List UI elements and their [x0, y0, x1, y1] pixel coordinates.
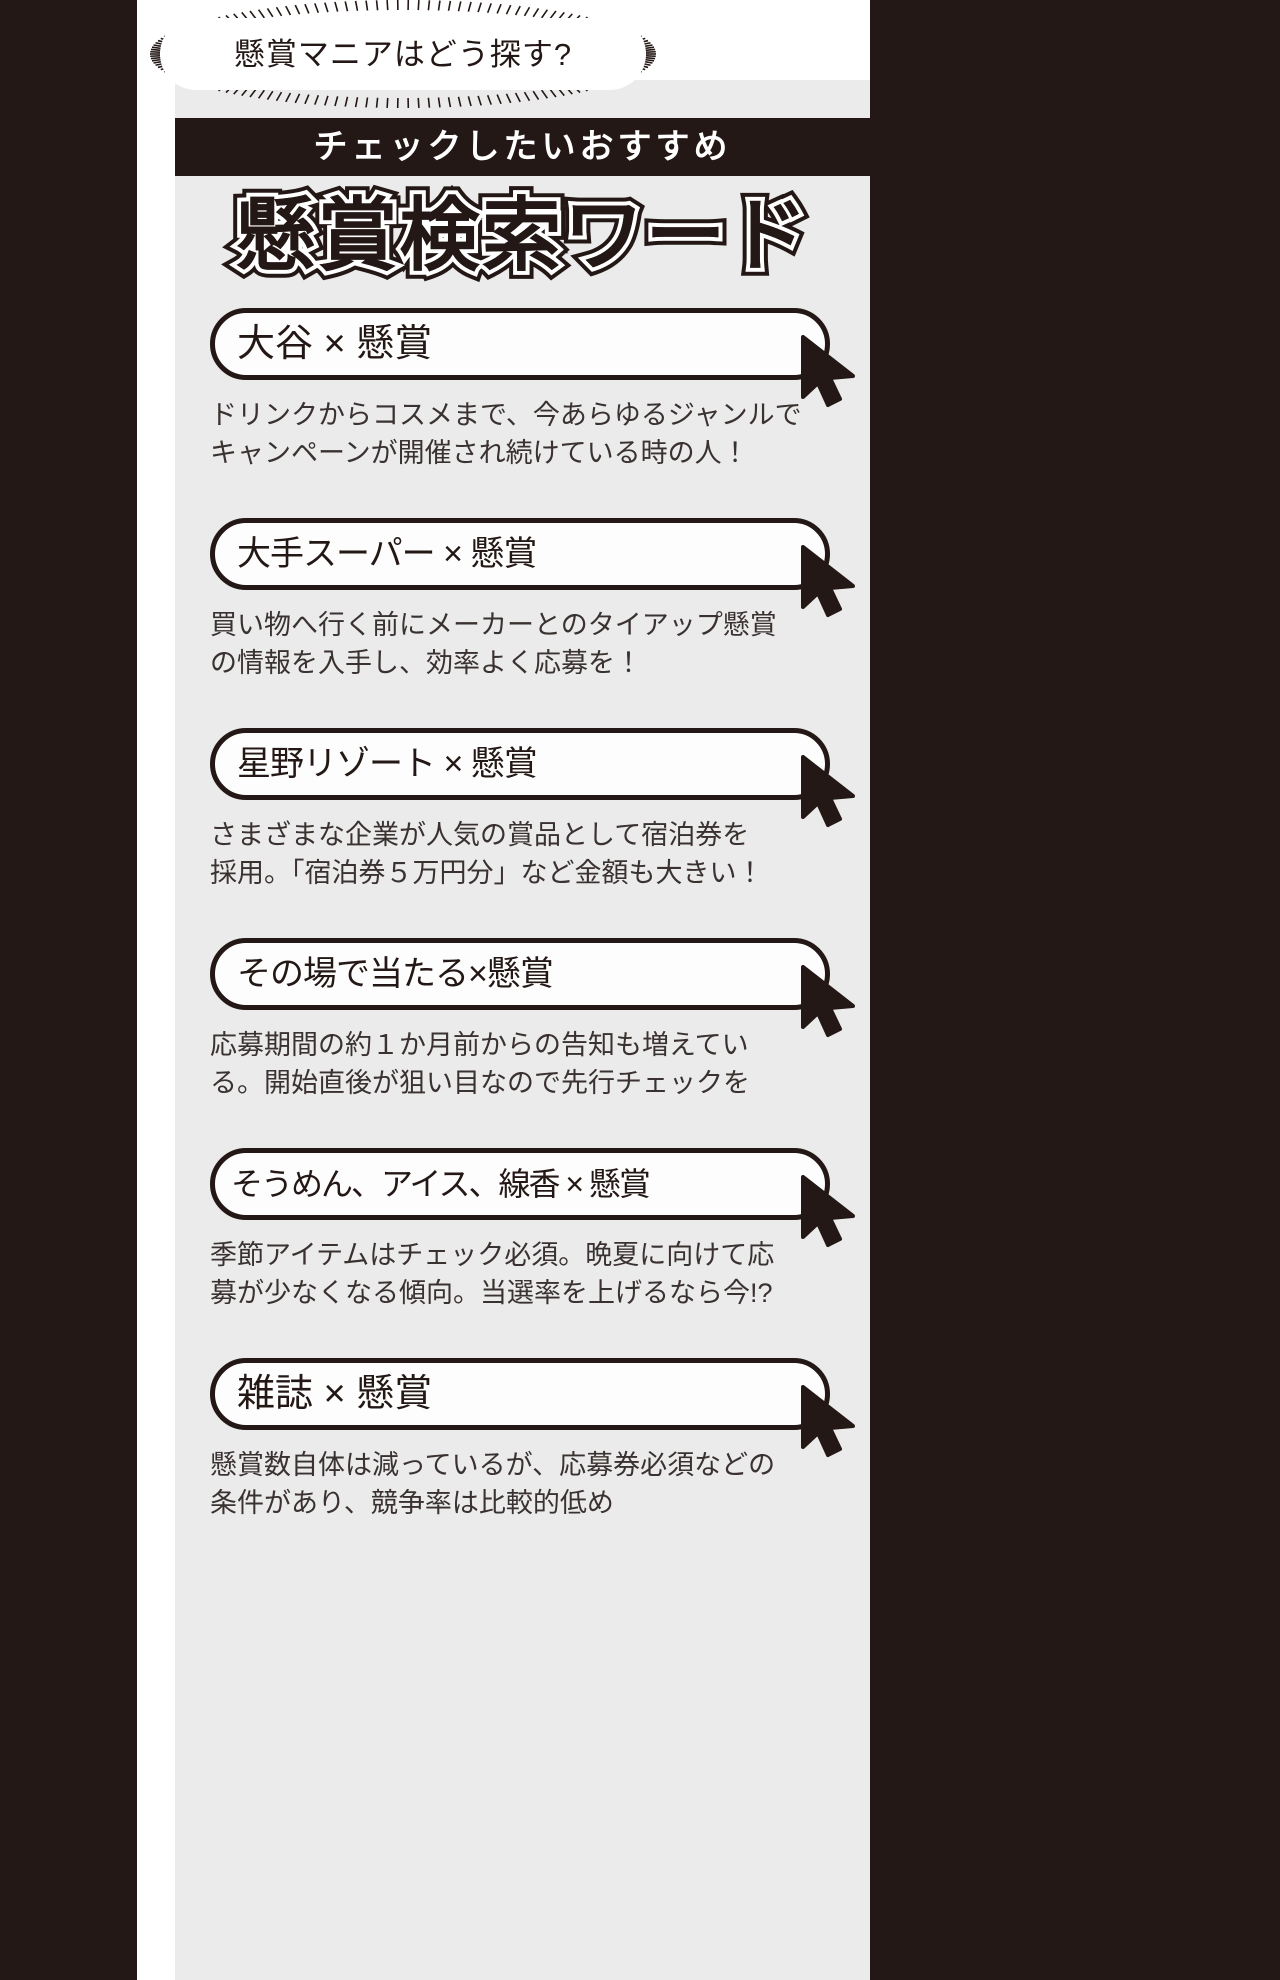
keyword-description-line: る。開始直後が狙い目なので先行チェックを — [210, 1068, 750, 1099]
keyword-row: そうめん、アイス、線香 × 懸賞季節アイテムはチェック必須。晩夏に向けて応募が少… — [175, 1148, 870, 1313]
keyword-row: 雑誌 × 懸賞懸賞数自体は減っているが、応募券必須などの条件があり、競争率は比較… — [175, 1358, 870, 1523]
keyword-description: さまざまな企業が人気の賞品として宿泊券を採用。「宿泊券５万円分」など金額も大きい… — [210, 816, 850, 893]
keyword-row: その場で当たる×懸賞応募期間の約１か月前からの告知も増えている。開始直後が狙い目… — [175, 938, 870, 1103]
keyword-pill[interactable]: 大谷 × 懸賞 — [210, 308, 855, 407]
keyword-pill-label: 星野リゾート × 懸賞 — [237, 745, 538, 783]
keyword-description-line: 懸賞数自体は減っているが、応募券必須などの — [210, 1450, 776, 1480]
keyword-pill-label: 大手スーパー × 懸賞 — [237, 535, 537, 573]
keyword-description-line: 買い物へ行く前にメーカーとのタイアップ懸賞 — [210, 610, 777, 640]
keyword-pill[interactable]: 星野リゾート × 懸賞 — [210, 728, 855, 827]
keyword-description-line: の情報を入手し、効率よく応募を！ — [210, 648, 642, 679]
speech-bubble-label: 懸賞マニアはどう探す? — [233, 36, 573, 72]
keyword-description-line: 季節アイテムはチェック必須。晩夏に向けて応 — [210, 1240, 775, 1270]
header-speech-bubble: 懸賞マニアはどう探す? — [148, 0, 658, 109]
section-banner: チェックしたいおすすめ — [175, 118, 870, 176]
keyword-row: 大手スーパー × 懸賞買い物へ行く前にメーカーとのタイアップ懸賞の情報を入手し、… — [175, 518, 870, 683]
keyword-description-line: 採用。「宿泊券５万円分」など金額も大きい！ — [210, 858, 764, 889]
keyword-description: 季節アイテムはチェック必須。晩夏に向けて応募が少なくなる傾向。当選率を上げるなら… — [210, 1236, 850, 1313]
keyword-description-line: 条件があり、競争率は比較的低め — [210, 1488, 614, 1519]
keyword-pill-label: 雑誌 × 懸賞 — [237, 1373, 433, 1415]
section-banner-label: チェックしたいおすすめ — [313, 128, 732, 166]
keyword-description: 応募期間の約１か月前からの告知も増えている。開始直後が狙い目なので先行チェックを — [210, 1026, 850, 1103]
keyword-pill-label: その場で当たる×懸賞 — [237, 955, 554, 993]
keyword-description-line: 応募期間の約１か月前からの告知も増えてい — [210, 1030, 749, 1060]
keyword-description-line: 募が少なくなる傾向。当選率を上げるなら今!? — [210, 1278, 773, 1309]
keyword-description: 懸賞数自体は減っているが、応募券必須などの条件があり、競争率は比較的低め — [210, 1446, 850, 1523]
keyword-pill[interactable]: 雑誌 × 懸賞 — [210, 1358, 855, 1457]
keyword-pill-label: そうめん、アイス、線香 × 懸賞 — [231, 1166, 651, 1202]
keyword-description-line: キャンペーンが開催され続けている時の人！ — [210, 438, 749, 469]
keyword-row: 大谷 × 懸賞ドリンクからコスメまで、今あらゆるジャンルでキャンペーンが開催され… — [175, 308, 870, 473]
speech-bubble-body: 懸賞マニアはどう探す? — [160, 18, 646, 90]
keyword-pill[interactable]: そうめん、アイス、線香 × 懸賞 — [210, 1148, 855, 1247]
content-background — [175, 80, 870, 1980]
keyword-row: 星野リゾート × 懸賞さまざまな企業が人気の賞品として宿泊券を採用。「宿泊券５万… — [175, 728, 870, 893]
keyword-description: 買い物へ行く前にメーカーとのタイアップ懸賞の情報を入手し、効率よく応募を！ — [210, 606, 850, 683]
keyword-description: ドリンクからコスメまで、今あらゆるジャンルでキャンペーンが開催され続けている時の… — [210, 396, 850, 473]
keyword-description-line: さまざまな企業が人気の賞品として宿泊券を — [210, 820, 750, 850]
keyword-pill-label: 大谷 × 懸賞 — [237, 323, 433, 365]
page-title-label: 懸賞検索ワード — [228, 188, 816, 284]
keyword-description-line: ドリンクからコスメまで、今あらゆるジャンルで — [210, 400, 802, 430]
page-title: 懸賞検索ワード — [175, 182, 870, 290]
keyword-pill[interactable]: その場で当たる×懸賞 — [210, 938, 855, 1037]
keyword-pill[interactable]: 大手スーパー × 懸賞 — [210, 518, 855, 617]
